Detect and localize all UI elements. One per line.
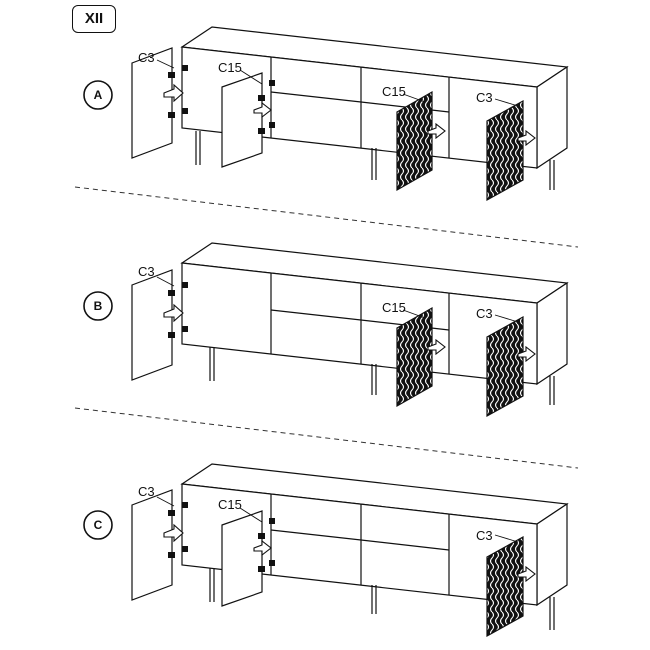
label-leader — [402, 93, 426, 103]
door-patterned — [486, 535, 524, 638]
door-plain — [221, 510, 263, 607]
label-leader — [494, 314, 519, 323]
label-leader — [494, 98, 519, 107]
variant-b: B C3 C15 C3 — [83, 242, 569, 418]
variant-marker — [83, 80, 113, 110]
separator-line — [74, 407, 579, 469]
label-leader — [402, 309, 426, 319]
separator-line — [74, 186, 579, 248]
part-label: C15 — [382, 300, 406, 315]
label-leader — [239, 507, 263, 523]
part-label: C3 — [138, 484, 155, 499]
part-label: C15 — [218, 497, 242, 512]
step-number-box: XII — [72, 5, 116, 33]
part-label: C15 — [218, 60, 242, 75]
arrow — [427, 122, 446, 140]
arrow — [427, 338, 446, 356]
hinge — [258, 80, 275, 134]
arrow — [253, 539, 272, 557]
cabinet — [180, 242, 569, 405]
door-plain — [131, 47, 173, 159]
variant-letter: A — [94, 88, 103, 102]
arrow — [517, 345, 536, 363]
door-patterned — [486, 99, 524, 202]
door-plain — [131, 489, 173, 601]
part-label: C3 — [476, 528, 493, 543]
variant-letter: B — [94, 299, 103, 313]
label-leader — [156, 276, 175, 287]
label-leader — [239, 69, 263, 85]
door-plain — [131, 269, 173, 381]
door-patterned — [396, 90, 433, 192]
part-label: C3 — [476, 90, 493, 105]
cabinet — [180, 463, 569, 630]
arrow — [163, 303, 184, 323]
part-label: C3 — [476, 306, 493, 321]
arrow — [163, 83, 184, 103]
cabinet — [180, 26, 569, 190]
part-label: C3 — [138, 50, 155, 65]
variant-letter: C — [94, 518, 103, 532]
label-leader — [156, 496, 175, 507]
arrow — [253, 101, 272, 119]
variant-c: C C3 C15 C3 — [83, 463, 569, 638]
variant-marker — [83, 291, 113, 321]
door-patterned — [486, 315, 524, 418]
variant-a: A C3 C15 — [83, 26, 569, 202]
hinge — [168, 502, 188, 558]
arrow — [163, 523, 184, 543]
label-leader — [156, 59, 175, 69]
hinge — [258, 518, 275, 572]
hinge — [168, 65, 188, 118]
part-label: C15 — [382, 84, 406, 99]
variant-marker — [83, 510, 113, 540]
door-plain — [221, 72, 263, 168]
arrow — [517, 129, 536, 147]
label-leader — [494, 534, 519, 543]
arrow — [517, 565, 536, 583]
part-label: C3 — [138, 264, 155, 279]
door-patterned — [396, 306, 433, 408]
hinge — [168, 282, 188, 338]
